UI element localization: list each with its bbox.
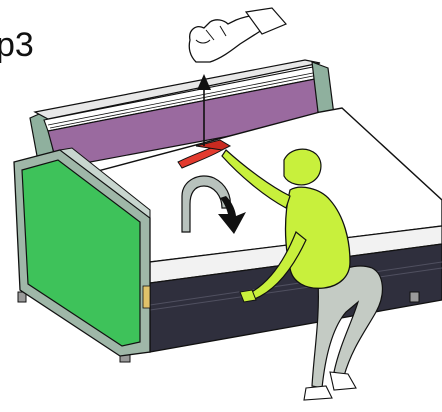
step-label: p3 bbox=[0, 28, 34, 62]
hand-pull-icon bbox=[189, 8, 286, 62]
